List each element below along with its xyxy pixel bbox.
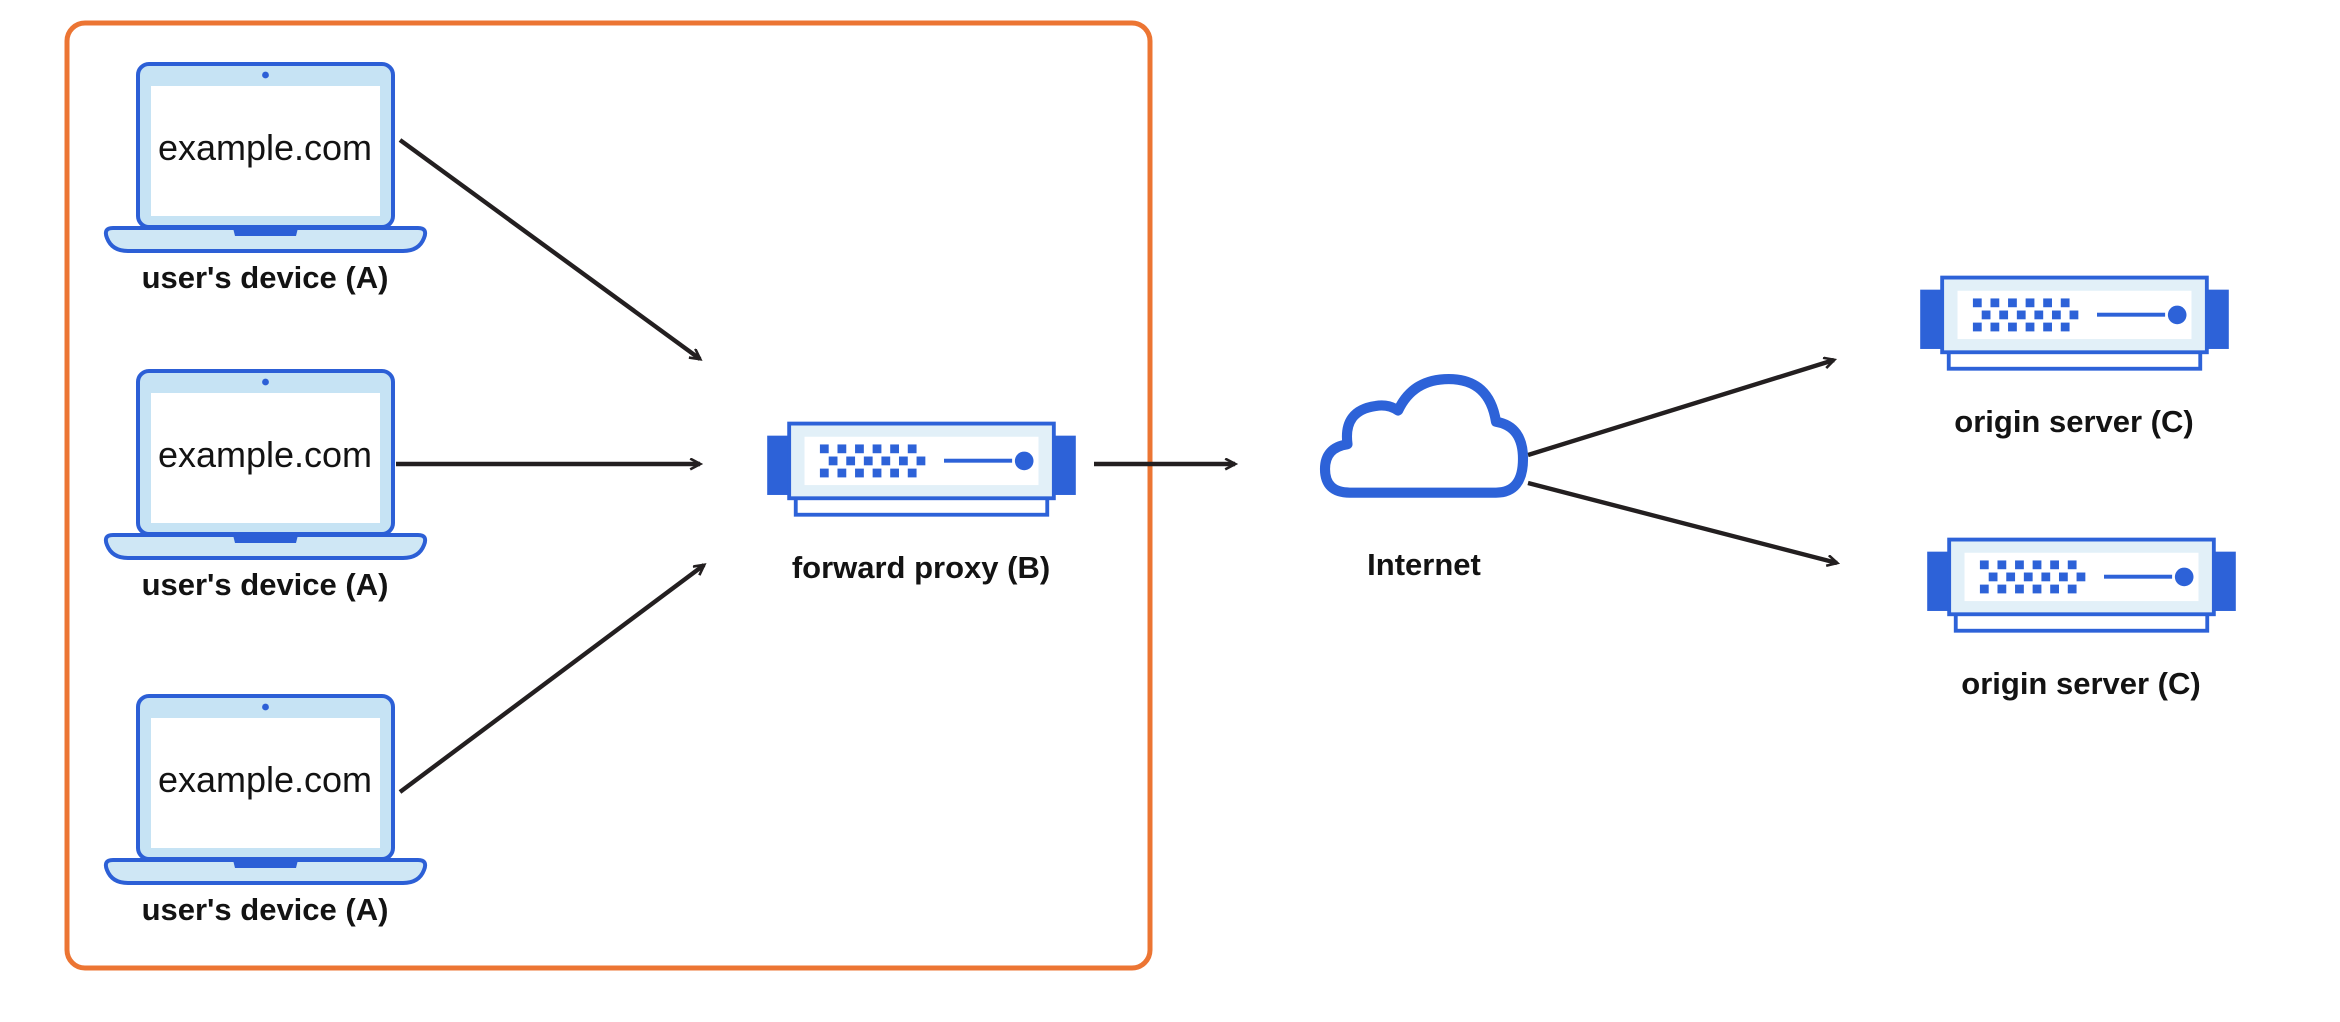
arrow-group — [396, 138, 1837, 794]
client-screen-text-1: example.com — [158, 127, 372, 168]
internet-node[interactable]: Internet — [1325, 379, 1523, 582]
arrow-client1-to-proxy — [398, 138, 700, 359]
cloud-icon — [1325, 379, 1523, 493]
server-icon — [1925, 537, 2238, 633]
client-node-3[interactable]: example.com user's device (A) — [103, 694, 428, 927]
forward-proxy-node[interactable]: forward proxy (B) — [765, 421, 1078, 585]
client-label-2: user's device (A) — [142, 567, 389, 602]
arrow-internet-to-origin1 — [1527, 360, 1834, 458]
arrow-internet-to-origin2 — [1527, 480, 1837, 563]
client-node-2[interactable]: example.com user's device (A) — [103, 369, 428, 602]
client-screen-text-3: example.com — [158, 759, 372, 800]
client-screen-text-2: example.com — [158, 434, 372, 475]
arrow-client3-to-proxy — [398, 565, 704, 794]
internet-label: Internet — [1367, 547, 1481, 582]
client-label-3: user's device (A) — [142, 892, 389, 927]
server-icon — [765, 421, 1078, 517]
origin-server-node-2[interactable]: origin server (C) — [1925, 537, 2238, 701]
origin-server-node-1[interactable]: origin server (C) — [1918, 275, 2231, 439]
forward-proxy-label: forward proxy (B) — [792, 550, 1050, 585]
origin-server-label-1: origin server (C) — [1954, 404, 2193, 439]
server-icon — [1918, 275, 2231, 371]
client-label-1: user's device (A) — [142, 260, 389, 295]
client-node-1[interactable]: example.com user's device (A) — [103, 62, 428, 295]
origin-server-label-2: origin server (C) — [1961, 666, 2200, 701]
local-network-boundary — [64, 20, 1153, 971]
